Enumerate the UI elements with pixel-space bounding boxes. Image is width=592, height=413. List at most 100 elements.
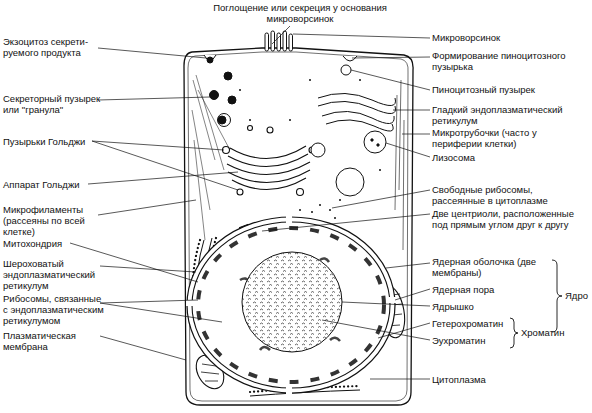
part-label: Цитоплазма	[432, 374, 542, 385]
part-label: Микротрубочки (часто у периферии клетки)	[432, 127, 582, 149]
cell-membrane-part	[188, 52, 408, 401]
microtubules-part	[399, 80, 401, 190]
part-label: Поглощение или секреция у основания микр…	[200, 2, 400, 24]
part-label: Плазматическая мембрана	[3, 330, 101, 352]
free-ribosomes-part	[309, 79, 311, 81]
part-label: Пузырьки Гольджи	[3, 136, 101, 147]
lysosomes-part	[364, 131, 386, 153]
part-label: Две центриоли, расположенные под прямым …	[432, 208, 587, 230]
leader-lines-part	[351, 70, 430, 90]
part-label: Микроворсинок	[432, 32, 582, 43]
secretory-vesicles-part	[218, 114, 231, 127]
golgi-apparatus-part	[227, 162, 310, 175]
smooth-er-part	[326, 120, 393, 131]
free-ribosomes-part	[379, 169, 381, 171]
golgi-apparatus-part	[228, 170, 310, 183]
microfilaments	[192, 75, 230, 240]
part-label: Ядрышко	[432, 301, 550, 312]
leader-lines-part	[98, 48, 206, 58]
nucleus	[186, 216, 398, 395]
part-label: Хроматин	[521, 327, 583, 338]
nucleus-part	[286, 387, 292, 395]
microtubules-part	[403, 120, 404, 250]
leader-lines-part	[272, 26, 290, 44]
nucleus-part	[242, 252, 342, 352]
smooth-er-part	[318, 93, 396, 105]
free-ribosomes-part	[329, 209, 331, 211]
part-label: Ядро	[565, 290, 592, 301]
free-ribosomes-part	[299, 209, 301, 211]
leader-lines-part	[92, 141, 224, 150]
leader-lines-part	[322, 320, 430, 340]
part-label: Шероховатый эндоплазматический ретикулум	[3, 258, 105, 291]
secretory-vesicles-part	[218, 116, 226, 124]
pinocytosis-part	[341, 65, 351, 75]
lysosomes-part	[371, 139, 373, 141]
part-label: Микрофиламенты (рассеяны по всей клетке)	[3, 204, 101, 237]
secretory-vesicles	[204, 55, 236, 127]
lysosomes-part	[377, 144, 379, 146]
nucleus-part	[198, 228, 384, 382]
microvilli-part	[265, 33, 269, 51]
part-label: Секреторный пузырек или "гранула"	[3, 93, 101, 115]
free-ribosomes-part	[249, 119, 251, 121]
nucleus-part	[186, 300, 195, 306]
leader-lines-part	[98, 97, 210, 100]
microtubules-part	[395, 95, 397, 210]
part-label: Ядерная оболочка (две мембраны)	[432, 256, 550, 278]
cell-membrane-part	[184, 48, 413, 405]
leader-lines-part	[393, 110, 430, 111]
leader-lines-part	[100, 303, 222, 322]
nucleus-part	[192, 222, 390, 388]
leader-lines-part	[342, 302, 430, 306]
golgi-apparatus-part	[267, 127, 273, 133]
leader-lines-part	[293, 34, 430, 38]
golgi-apparatus-part	[230, 146, 306, 159]
golgi-apparatus-part	[228, 154, 308, 167]
lysosomes-part	[336, 168, 364, 196]
lysosomes	[311, 131, 386, 196]
part-label: Митохондрия	[3, 238, 101, 249]
part-label: Гетерохроматин	[432, 318, 512, 329]
nucleus-part	[187, 217, 395, 393]
secretory-vesicles-part	[207, 57, 213, 63]
microvilli-part	[283, 31, 287, 51]
leader-lines-part	[332, 190, 430, 208]
part-label: Пиноцитозный пузырек	[432, 84, 582, 95]
golgi-apparatus-part	[232, 178, 306, 190]
nucleus-part	[389, 297, 398, 303]
part-label: Эухроматин	[432, 335, 512, 346]
golgi-apparatus-part	[248, 126, 253, 131]
pinocytosis-part	[343, 56, 357, 61]
smooth-er-part	[318, 101, 396, 113]
part-label: Экзоцитоз секрети- руемого продукта	[3, 36, 101, 58]
leader-lines-part	[262, 214, 430, 231]
microtubules	[395, 80, 404, 250]
golgi-apparatus	[223, 126, 316, 196]
golgi-apparatus-part	[297, 189, 304, 196]
part-label: Ядерная пора	[432, 284, 550, 295]
part-label: Лизосома	[432, 152, 582, 163]
free-ribosomes-part	[334, 217, 336, 219]
leader-lines-part	[402, 134, 430, 135]
leader-lines-part	[395, 289, 430, 300]
microfilaments-part	[194, 140, 205, 240]
free-ribosomes-part	[239, 89, 241, 91]
leader-lines-part	[100, 336, 186, 360]
leader-lines-part	[100, 300, 198, 303]
part-label: Рибосомы, связанные с эндоплазматическим…	[3, 293, 105, 326]
free-ribosomes	[239, 79, 381, 219]
secretory-vesicles-part	[228, 96, 236, 104]
free-ribosomes-part	[359, 79, 361, 81]
secretory-vesicles-part	[210, 91, 219, 100]
leader-lines-part	[98, 200, 196, 215]
lysosomes-part	[311, 143, 325, 157]
cell-membrane	[184, 48, 413, 405]
brackets-part	[552, 260, 562, 332]
leader-lines	[70, 26, 430, 379]
leader-lines-part	[100, 266, 196, 272]
leader-lines-part	[370, 379, 430, 380]
microvilli	[265, 31, 293, 51]
microvilli-part	[289, 34, 293, 51]
